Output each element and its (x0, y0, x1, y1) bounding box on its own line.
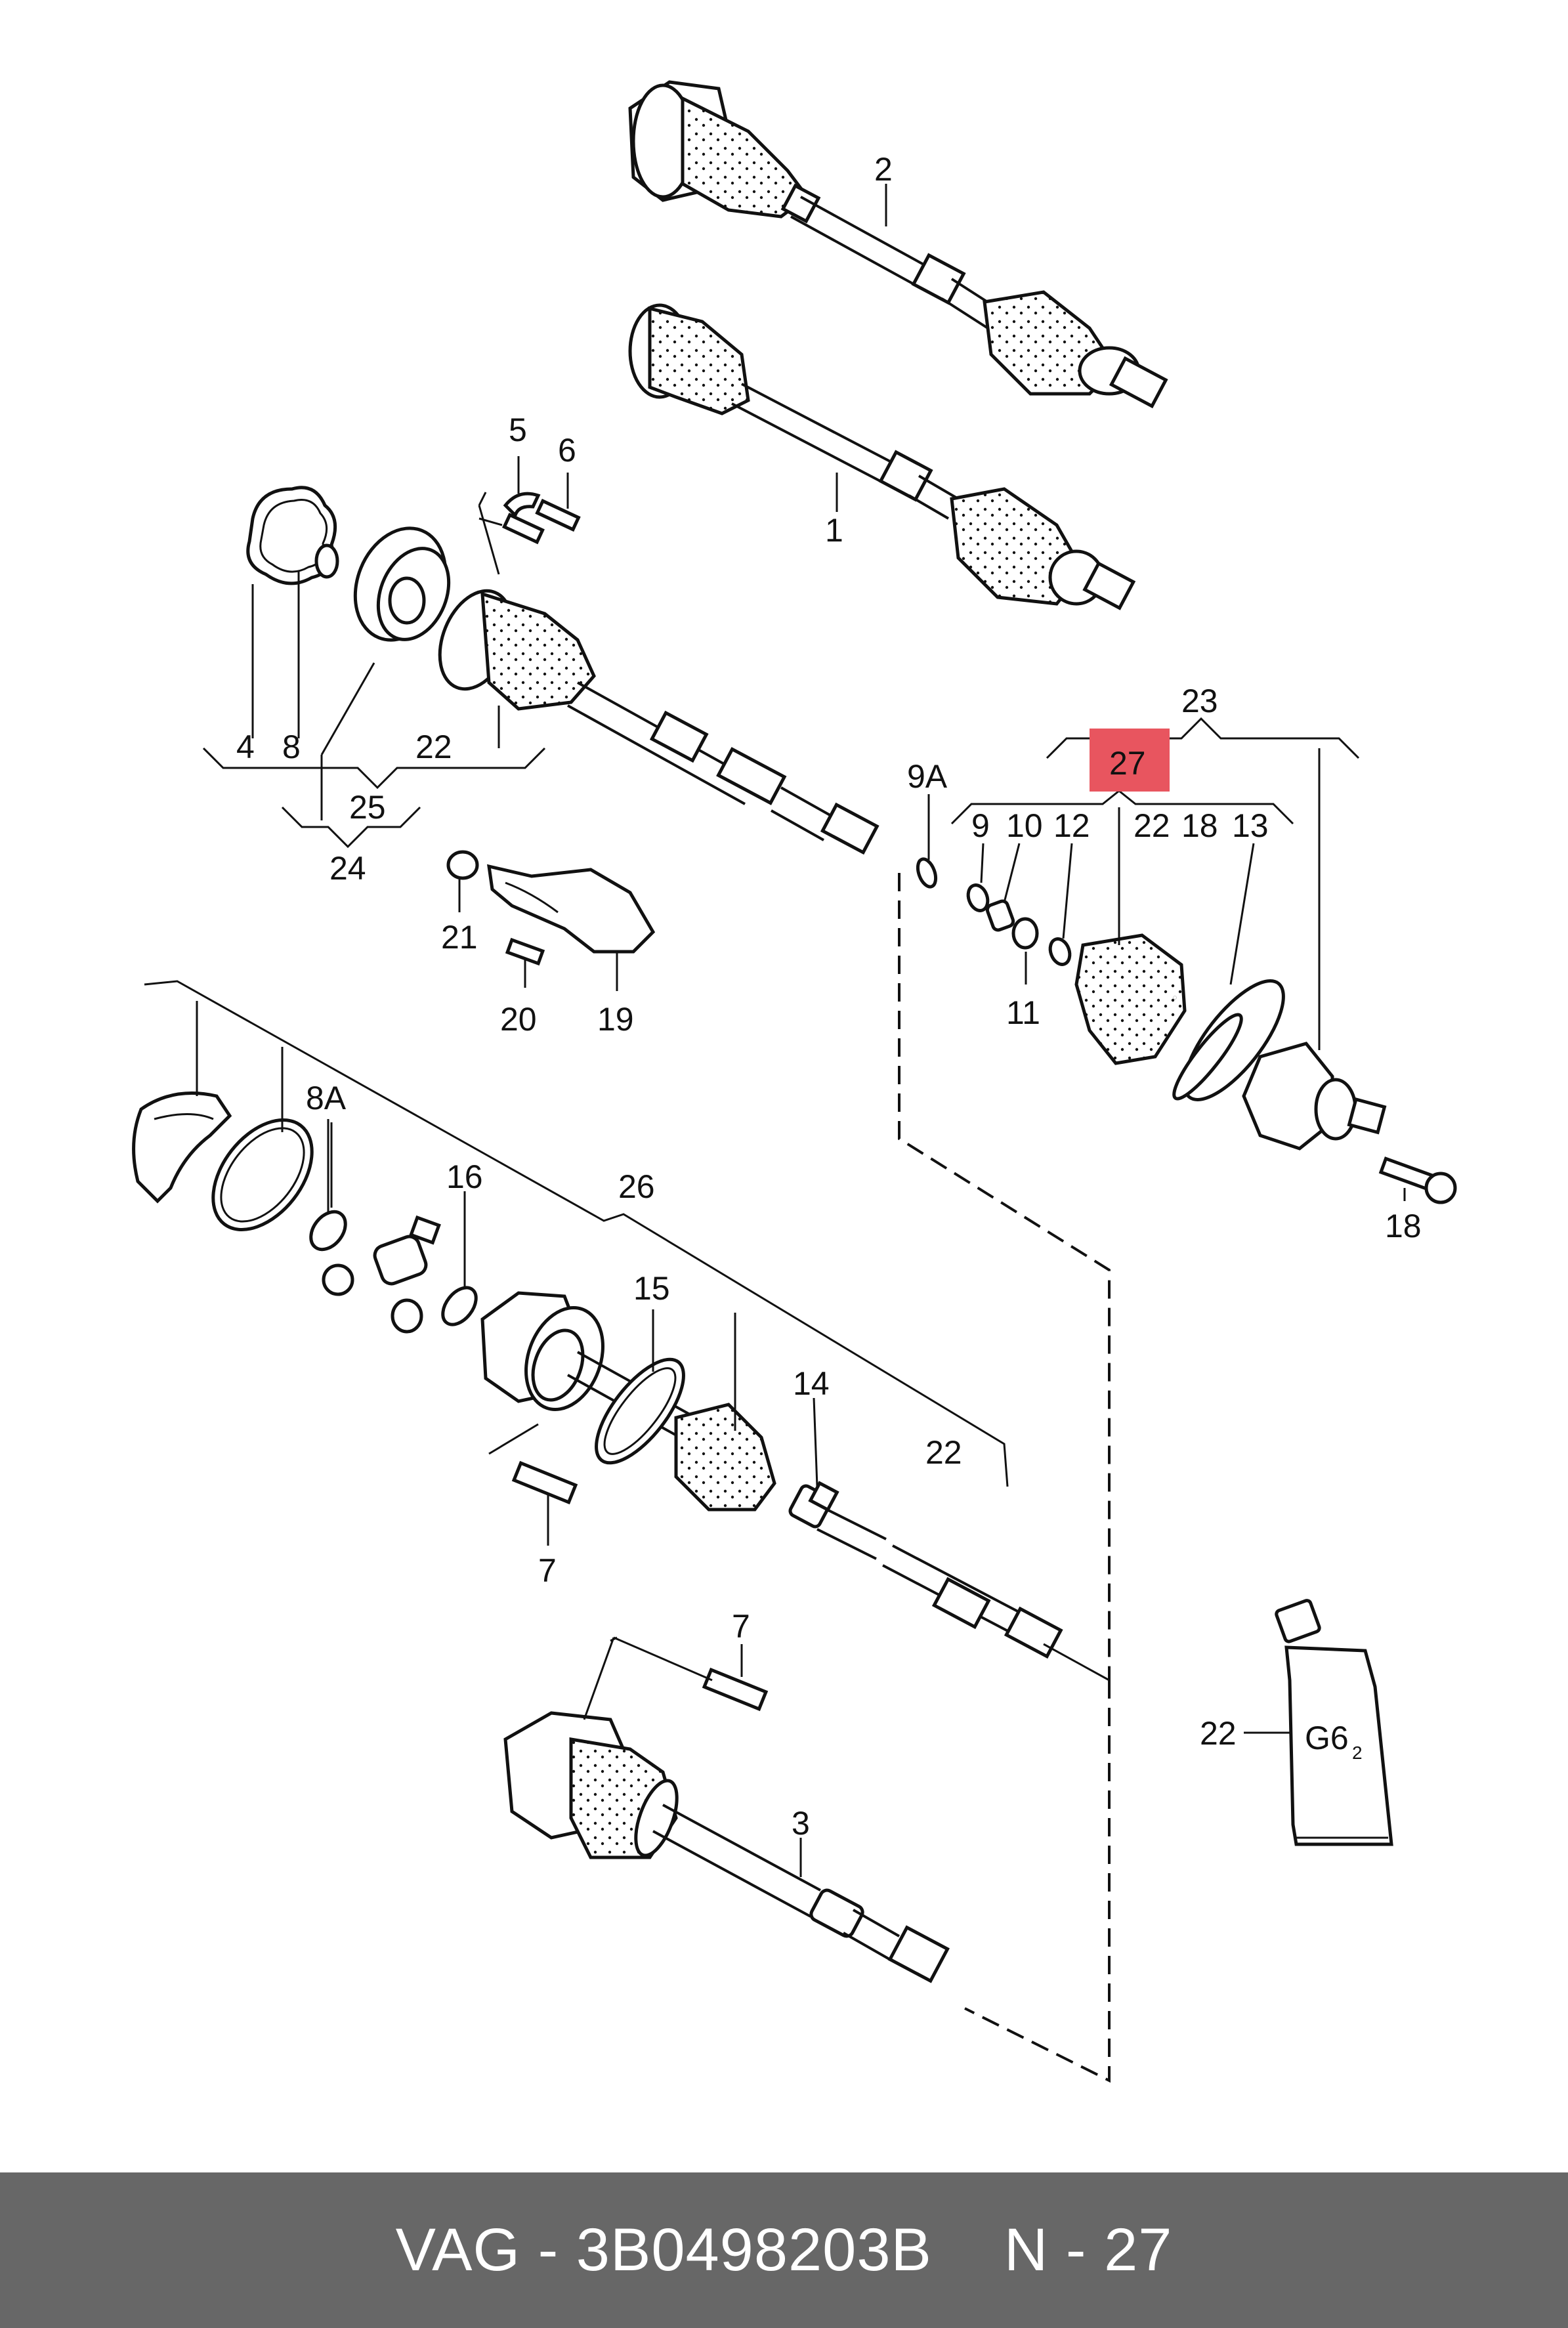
diagram-reference: N - 27 (1004, 2216, 1173, 2283)
callout-20: 20 (500, 1001, 537, 1038)
callout-21: 21 (441, 919, 478, 956)
callout-23: 23 (1181, 683, 1218, 719)
heat-shield-19-20-21 (446, 850, 656, 966)
callout-16: 16 (446, 1158, 483, 1195)
callout-8: 8 (282, 729, 301, 765)
callout-4: 4 (236, 729, 255, 765)
tube-label: G6 (1305, 1720, 1349, 1756)
drive-shaft-1 (628, 303, 1136, 610)
callout-3: 3 (792, 1805, 810, 1842)
callout-26: 26 (618, 1168, 655, 1205)
callout-22-tube: 22 (1200, 1715, 1237, 1752)
exploded-parts-diagram: G6 2 (132, 80, 1457, 2083)
callout-22-kit: 22 (1134, 807, 1170, 844)
callout-22-mid: 22 (925, 1434, 962, 1471)
inner-joint-assembly (246, 486, 879, 855)
callout-1: 1 (825, 512, 843, 549)
callout-6: 6 (558, 432, 576, 469)
callout-9a: 9A (907, 758, 948, 795)
callout-18-kit: 18 (1181, 807, 1218, 844)
footer-bar: VAG - 3B0498203B N - 27 (0, 2172, 1568, 2328)
bolt-and-clip-5-6 (478, 492, 581, 575)
callout-2: 2 (874, 151, 893, 188)
callout-labels: 2 1 5 6 4 8 22 25 24 9A 23 27 9 10 12 22… (236, 151, 1422, 1842)
drive-shaft-26 (480, 1291, 1063, 1659)
callout-25: 25 (349, 789, 386, 826)
callout-8a: 8A (306, 1080, 347, 1116)
callout-15: 15 (633, 1270, 670, 1307)
callout-24: 24 (329, 850, 366, 887)
drive-shaft-3 (503, 1636, 950, 1983)
callout-22-top: 22 (415, 729, 452, 765)
callout-5: 5 (509, 412, 527, 448)
callout-10: 10 (1006, 807, 1043, 844)
callout-13: 13 (1232, 807, 1269, 844)
callout-7-low: 7 (732, 1608, 750, 1645)
drive-shaft-2 (628, 80, 1168, 409)
highlight-box (1090, 729, 1170, 792)
tube-label-subscript: 2 (1352, 1743, 1363, 1763)
callout-27: 27 (1109, 745, 1146, 782)
callout-7-mid: 7 (538, 1552, 557, 1589)
callout-19: 19 (597, 1001, 634, 1038)
boot-and-clamp-parts (132, 1091, 478, 1334)
callout-14: 14 (793, 1365, 830, 1402)
grease-tube-icon: G6 2 (1275, 1599, 1393, 1846)
callout-18: 18 (1385, 1208, 1422, 1244)
callout-11: 11 (1006, 994, 1040, 1031)
callout-9: 9 (971, 807, 990, 844)
outer-joint-kit (916, 857, 1457, 1204)
bracket-lines (144, 184, 1406, 2083)
callout-12: 12 (1053, 807, 1090, 844)
part-reference: VAG - 3B0498203B (395, 2216, 932, 2283)
